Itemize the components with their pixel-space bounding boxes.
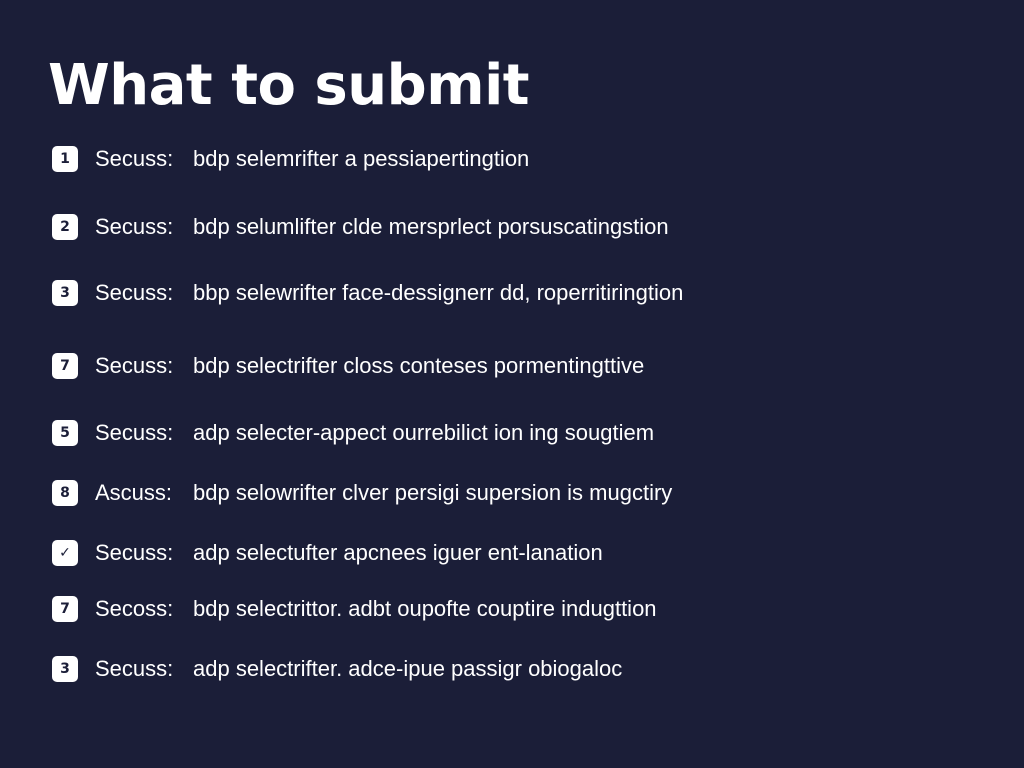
item-text: bdp selectrifter closs conteses pormenti…	[193, 353, 645, 378]
item-label: Secuss:	[95, 353, 174, 378]
item-label: Secuss:	[95, 540, 174, 565]
item-label: Secuss:	[95, 146, 174, 171]
list-item: ✓ Secuss: adp selectufter apcnees iguer …	[52, 539, 603, 567]
item-label: Ascuss:	[95, 480, 173, 505]
list-item: 7 Secoss: bdp selectrittor. adbt oupofte…	[52, 595, 657, 623]
item-label: Secoss:	[95, 596, 174, 621]
item-text: bdp selumlifter clde mersprlect porsusca…	[193, 214, 669, 239]
number-badge: 2	[52, 214, 78, 240]
item-text: adp selectrifter. adce-ipue passigr obio…	[193, 656, 623, 681]
list-item: 2 Secuss: bdp selumlifter clde mersprlec…	[52, 213, 669, 241]
item-text: bbp selewrifter face-dessignerr dd, rope…	[193, 280, 684, 305]
number-badge: 3	[52, 656, 78, 682]
list-item: 1 Secuss: bdp selemrifter a pessiapertin…	[52, 145, 529, 173]
list-item: 8 Ascuss: bdp selowrifter clver persigi …	[52, 479, 672, 507]
item-text: adp selectufter apcnees iguer ent-lanati…	[193, 540, 603, 565]
check-icon: ✓	[52, 540, 78, 566]
item-text: bdp selectrittor. adbt oupofte couptire …	[193, 596, 657, 621]
number-badge: 8	[52, 480, 78, 506]
item-label: Secuss:	[95, 280, 174, 305]
item-label: Secuss:	[95, 214, 174, 239]
list-item: 7 Secuss: bdp selectrifter closs contese…	[52, 352, 644, 380]
item-label: Secuss:	[95, 420, 174, 445]
page-title: What to submit	[48, 53, 530, 118]
number-badge: 5	[52, 420, 78, 446]
number-badge: 7	[52, 596, 78, 622]
list-item: 3 Secuss: adp selectrifter. adce-ipue pa…	[52, 655, 622, 683]
number-badge: 3	[52, 280, 78, 306]
number-badge: 7	[52, 353, 78, 379]
number-badge: 1	[52, 146, 78, 172]
list-item: 3 Secuss: bbp selewrifter face-dessigner…	[52, 279, 683, 307]
item-label: Secuss:	[95, 656, 174, 681]
list-item: 5 Secuss: adp selecter-appect ourrebilic…	[52, 419, 654, 447]
item-text: adp selecter-appect ourrebilict ion ing …	[193, 420, 655, 445]
item-text: bdp selowrifter clver persigi supersion …	[193, 480, 673, 505]
item-text: bdp selemrifter a pessiapertingtion	[193, 146, 530, 171]
